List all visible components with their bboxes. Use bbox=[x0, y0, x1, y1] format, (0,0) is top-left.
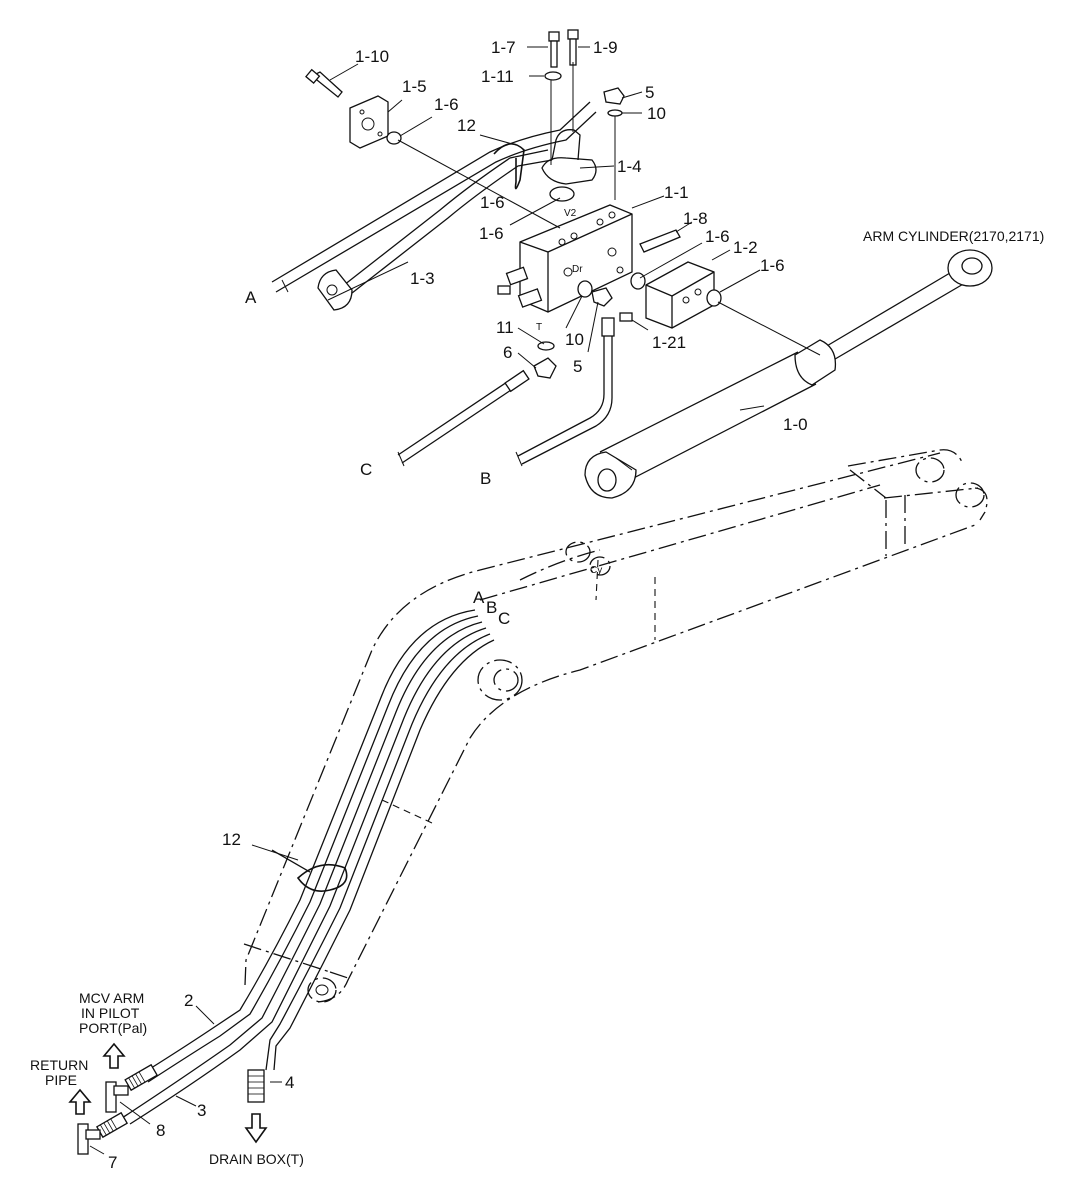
label-1-3: 1-3 bbox=[410, 269, 435, 288]
label-7: 7 bbox=[108, 1153, 117, 1172]
boom-a-label: A bbox=[473, 588, 485, 607]
part-labels: 1-7 1-9 1-11 1-10 1-5 1-6 12 5 10 1-4 1-… bbox=[30, 38, 1044, 1172]
boom-outline bbox=[243, 449, 988, 1003]
label-4: 4 bbox=[285, 1073, 294, 1092]
label-12: 12 bbox=[457, 116, 476, 135]
drain-box-label: DRAIN BOX(T) bbox=[209, 1151, 304, 1167]
label-2: 2 bbox=[184, 991, 193, 1010]
arm-cylinder bbox=[584, 249, 993, 499]
label-1-6: 1-6 bbox=[760, 256, 785, 275]
port-cy-label: Cy bbox=[590, 565, 602, 576]
port-dr-label: Dr bbox=[572, 264, 583, 275]
boom-c-label: C bbox=[498, 609, 510, 628]
up-arrow-icon bbox=[102, 1042, 126, 1069]
label-1-5: 1-5 bbox=[402, 77, 427, 96]
label-1-4: 1-4 bbox=[617, 157, 642, 176]
label-5: 5 bbox=[573, 357, 582, 376]
valve-assembly bbox=[305, 29, 722, 379]
label-6: 6 bbox=[503, 343, 512, 362]
mcv-port-label: PORT(Pal) bbox=[79, 1020, 147, 1036]
label-8: 8 bbox=[156, 1121, 165, 1140]
label-1-1: 1-1 bbox=[664, 183, 689, 202]
label-1-6: 1-6 bbox=[434, 95, 459, 114]
label-1-8: 1-8 bbox=[683, 209, 708, 228]
port-t-label: T bbox=[536, 322, 542, 333]
label-1-21: 1-21 bbox=[652, 333, 686, 352]
mcv-arm-label: MCV ARM bbox=[79, 990, 144, 1006]
upper-pipes bbox=[271, 101, 615, 467]
return-label: RETURN bbox=[30, 1057, 88, 1073]
label-5: 5 bbox=[645, 83, 654, 102]
boom-hoses bbox=[77, 609, 495, 1155]
label-1-9: 1-9 bbox=[593, 38, 618, 57]
label-1-0: 1-0 bbox=[783, 415, 808, 434]
mcv-in-pilot-label: IN PILOT bbox=[81, 1005, 140, 1021]
label-10: 10 bbox=[565, 330, 584, 349]
line-a-label: A bbox=[245, 288, 257, 307]
label-1-6: 1-6 bbox=[479, 224, 504, 243]
boom-b-label: B bbox=[486, 598, 497, 617]
label-1-11: 1-11 bbox=[481, 67, 514, 86]
line-b-label: B bbox=[480, 469, 491, 488]
port-v2-label: V2 bbox=[564, 208, 577, 219]
label-1-6: 1-6 bbox=[480, 193, 505, 212]
leader-lines bbox=[89, 46, 821, 1155]
label-1-2: 1-2 bbox=[733, 238, 758, 257]
label-1-6: 1-6 bbox=[705, 227, 730, 246]
down-arrow-icon bbox=[244, 1113, 268, 1144]
line-c-label: C bbox=[360, 460, 372, 479]
label-11: 11 bbox=[496, 318, 514, 337]
label-12: 12 bbox=[222, 830, 241, 849]
label-3: 3 bbox=[197, 1101, 206, 1120]
label-1-7: 1-7 bbox=[491, 38, 516, 57]
return-pipe-label: PIPE bbox=[45, 1072, 77, 1088]
up-arrow-icon bbox=[68, 1088, 92, 1115]
label-1-10: 1-10 bbox=[355, 47, 389, 66]
label-10: 10 bbox=[647, 104, 666, 123]
arm-cylinder-label: ARM CYLINDER(2170,2171) bbox=[863, 228, 1044, 244]
